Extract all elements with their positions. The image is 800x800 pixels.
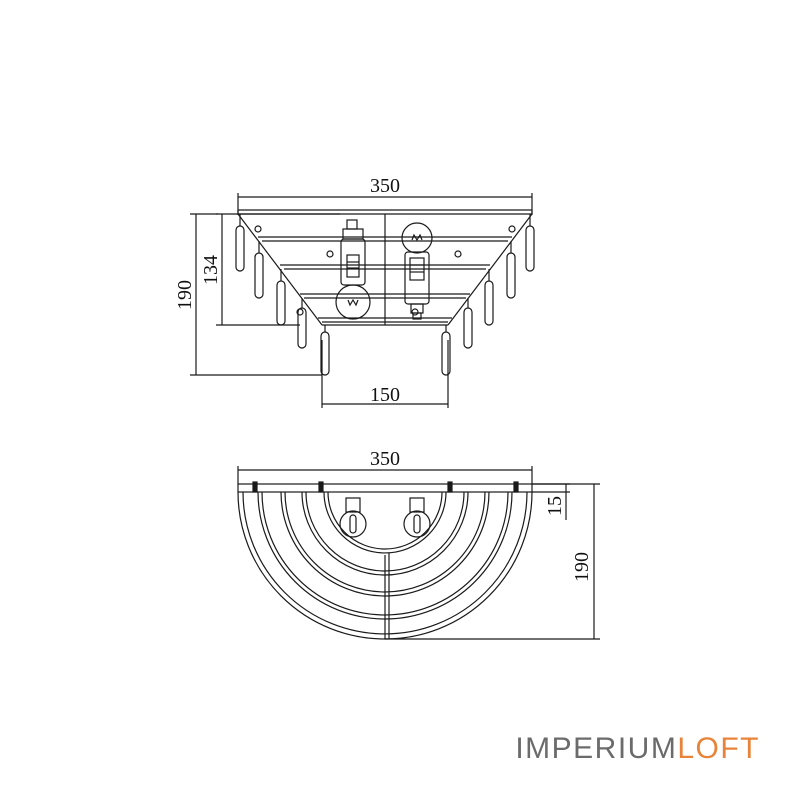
- top-plate-thickness-label: 15: [544, 496, 566, 516]
- top-half-rings: [237, 491, 533, 640]
- front-bottom-width-label: 150: [370, 384, 400, 406]
- top-left-socket: [339, 497, 367, 538]
- front-view: 350 134 190 150: [174, 175, 535, 408]
- top-width-label: 350: [370, 448, 400, 470]
- front-left-socket: [340, 219, 366, 286]
- top-wall-plate: [237, 481, 533, 493]
- front-right-bulb: [401, 222, 433, 254]
- top-view: 350: [237, 448, 600, 640]
- front-body-height-label: 134: [200, 255, 222, 285]
- logo-part-loft: LOFT: [677, 732, 760, 765]
- imperiumloft-logo: IMPERIUMLOFT: [515, 732, 760, 766]
- front-right-socket: [404, 251, 430, 320]
- front-crystal-pendants: [235, 214, 535, 376]
- top-depth-dimension: [385, 483, 600, 640]
- front-total-height-dimension: [190, 213, 322, 376]
- top-right-socket: [403, 497, 431, 538]
- front-width-label: 350: [370, 175, 400, 197]
- front-frame: [237, 209, 533, 326]
- front-total-height-label: 190: [174, 280, 196, 310]
- logo-part-imperium: IMPERIUM: [515, 732, 678, 765]
- top-width-dimension: [237, 466, 533, 484]
- top-depth-label: 190: [571, 552, 593, 582]
- front-left-bulb: [335, 284, 371, 320]
